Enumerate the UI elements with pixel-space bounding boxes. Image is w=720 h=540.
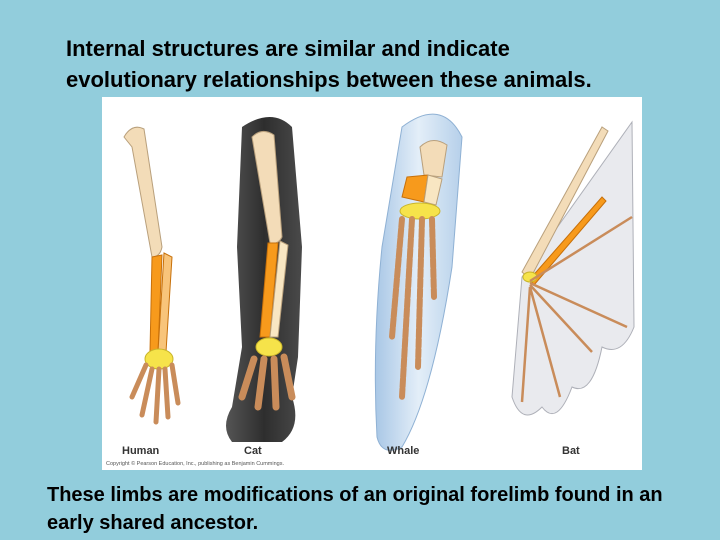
bat-wing	[511, 120, 635, 416]
human-forelimb	[123, 126, 181, 425]
slide-title-line-2: evolutionary relationships between these…	[66, 67, 592, 92]
slide-caption-line-2: early shared ancestor.	[47, 512, 259, 534]
label-whale: Whale	[387, 445, 419, 457]
slide-title-line-1: Internal structures are similar and indi…	[66, 36, 510, 61]
label-cat: Cat	[244, 445, 262, 457]
label-bat: Bat	[562, 445, 580, 457]
forelimb-comparison-figure: Human Cat Whale Bat Copyright © Pearson …	[102, 97, 642, 470]
slide-caption-line-1: These limbs are modifications of an orig…	[47, 484, 663, 506]
label-human: Human	[122, 445, 160, 457]
copyright-notice: Copyright © Pearson Education, Inc., pub…	[106, 460, 284, 467]
slide-caption: These limbs are modifications of an orig…	[47, 481, 717, 537]
whale-flipper	[374, 113, 463, 451]
cat-forelimb	[226, 117, 302, 442]
forelimb-illustration: Human Cat Whale Bat Copyright © Pearson …	[106, 113, 635, 467]
slide-title: Internal structures are similar and indi…	[66, 33, 706, 95]
